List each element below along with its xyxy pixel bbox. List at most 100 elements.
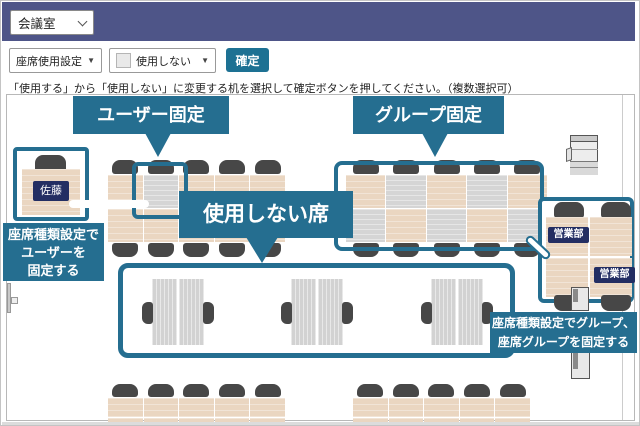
desk-unused[interactable] [467, 175, 507, 208]
desk-column [353, 384, 388, 422]
desk-used[interactable] [424, 418, 459, 422]
chair [219, 384, 246, 397]
chair [183, 243, 210, 257]
chair [281, 302, 292, 324]
printer-divider [570, 149, 598, 150]
chair [601, 202, 631, 218]
desk-used[interactable] [214, 418, 250, 422]
chair [183, 384, 210, 397]
vending-machine-icon [571, 287, 589, 311]
usage-status-dropdown[interactable]: 使用しない ▼ [109, 48, 216, 73]
room-select-value: 会議室 [18, 17, 56, 31]
desk-used[interactable] [426, 175, 467, 208]
desk-unused[interactable] [386, 175, 426, 208]
usage-status-label: 使用しない [136, 55, 191, 68]
chair [147, 243, 174, 257]
desk-unused[interactable] [152, 279, 177, 345]
door-handle [11, 297, 18, 304]
desk-used[interactable] [353, 398, 388, 417]
desk-used[interactable] [108, 209, 143, 242]
user-seat-label: 佐藤 [33, 181, 69, 201]
desk-used[interactable] [459, 418, 495, 422]
instruction-text: 「使用する」から「使用しない」に変更する机を選択して確定ボタンを押してください。… [8, 83, 519, 95]
printer-drawer-line [570, 167, 598, 168]
desk-used[interactable] [143, 398, 179, 417]
chair [35, 155, 66, 172]
desk-used[interactable] [108, 418, 143, 422]
chair [392, 384, 419, 397]
desk-column [386, 160, 426, 257]
desk-used[interactable] [388, 418, 424, 422]
desk-used[interactable] [388, 398, 424, 417]
desk-used[interactable] [250, 418, 285, 422]
chair [601, 295, 631, 311]
seat-usage-setting-dropdown[interactable]: 座席使用設定 ▼ [9, 48, 102, 73]
desk-unused[interactable] [179, 279, 204, 345]
chair [254, 384, 281, 397]
desk-group-bottom-left [108, 384, 285, 422]
desk-used[interactable] [459, 398, 495, 417]
desk-unused[interactable] [291, 279, 316, 345]
desk-column [214, 384, 250, 422]
desk-used[interactable] [179, 418, 214, 422]
seat-usage-setting-label: 座席使用設定 [16, 55, 82, 68]
chair [464, 384, 491, 397]
desk-used[interactable] [108, 398, 143, 417]
top-bar: 会議室 [2, 2, 635, 41]
desk-used[interactable] [250, 398, 285, 417]
callout-unused-seats: 使用しない席 [179, 191, 353, 238]
desk-unused[interactable] [318, 279, 343, 345]
door [7, 283, 11, 313]
desk-group-fixed[interactable] [590, 217, 632, 256]
floor-plan [6, 94, 635, 421]
vending-machine-icon [571, 351, 590, 379]
chevron-down-icon [77, 16, 88, 26]
unused-desk-pair [421, 279, 493, 345]
room-select[interactable]: 会議室 [10, 10, 94, 35]
chair [428, 384, 455, 397]
desk-used[interactable] [214, 398, 250, 417]
desk-unused[interactable] [431, 279, 456, 345]
desk-used[interactable] [467, 209, 507, 242]
desk-column [108, 384, 143, 422]
chair [482, 302, 493, 324]
desk-unused[interactable] [426, 209, 467, 242]
desk-used[interactable] [143, 418, 179, 422]
desk-used[interactable] [179, 398, 214, 417]
desk-used[interactable] [495, 418, 530, 422]
caret-down-icon: ▼ [201, 56, 209, 65]
desk-used[interactable] [386, 209, 426, 242]
chair [421, 302, 432, 324]
desk-used[interactable] [495, 398, 530, 417]
desk-used[interactable] [353, 418, 388, 422]
printer-icon [566, 135, 598, 175]
bottom-scroll-strip [2, 422, 639, 425]
chair [219, 243, 246, 257]
desk-unused[interactable] [143, 175, 179, 208]
chair [183, 160, 210, 174]
desk-used[interactable] [143, 209, 179, 242]
desk-column [179, 384, 214, 422]
group-seat-label: 営業部 [594, 267, 635, 283]
chair [112, 160, 139, 174]
desk-group-bottom-right [353, 384, 530, 422]
unused-desk-pair [142, 279, 214, 345]
chair [342, 302, 353, 324]
callout-arrow-icon [145, 133, 171, 157]
desk-column [388, 384, 424, 422]
chair [112, 243, 139, 257]
desk-unused[interactable] [458, 279, 483, 345]
desk-used[interactable] [424, 398, 459, 417]
desk-column [424, 384, 459, 422]
group-fixed-row-outline [334, 161, 544, 251]
chair [357, 384, 384, 397]
unused-seats-outline [118, 263, 515, 358]
user-fixed-seat-outline [13, 147, 89, 221]
user-seat-connector-line [69, 200, 149, 208]
confirm-button[interactable]: 確定 [226, 48, 269, 72]
unused-color-swatch [116, 53, 131, 68]
chair [254, 160, 281, 174]
desk-column [459, 384, 495, 422]
user-fixed-desk-outline [132, 162, 188, 219]
